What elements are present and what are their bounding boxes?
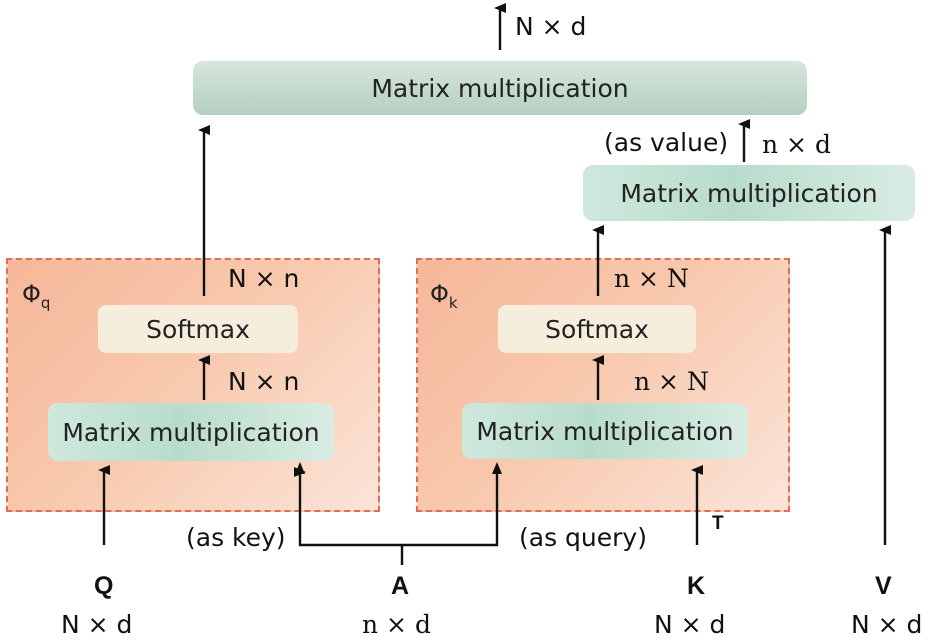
input-k-name: K bbox=[687, 572, 706, 600]
output-dim-label: N × d bbox=[515, 12, 587, 41]
input-a-dim: n × d bbox=[362, 610, 431, 639]
transpose-label: T bbox=[712, 513, 724, 534]
mid-softmax-out-label: n × N bbox=[614, 264, 689, 293]
phi-q-group bbox=[6, 258, 380, 512]
input-v-name: V bbox=[875, 572, 892, 600]
mid-softmax: Softmax bbox=[498, 305, 696, 353]
input-q-name: Q bbox=[94, 572, 114, 600]
as-value-label: (as value) bbox=[604, 128, 729, 157]
mid-mm-out-label: n × N bbox=[634, 367, 709, 396]
line-a-split bbox=[294, 467, 499, 547]
input-q-dim: N × d bbox=[61, 610, 133, 639]
input-a-name: A bbox=[391, 572, 410, 600]
top-matrix-multiplication: Matrix multiplication bbox=[193, 61, 807, 115]
value-dim-label: n × d bbox=[762, 130, 831, 159]
as-query-label: (as query) bbox=[519, 523, 647, 552]
left-softmax-out-label: N × n bbox=[228, 264, 300, 293]
as-key-label: (as key) bbox=[186, 523, 286, 552]
input-k-dim: N × d bbox=[654, 610, 726, 639]
right-matrix-multiplication: Matrix multiplication bbox=[583, 165, 915, 221]
left-mm-out-label: N × n bbox=[228, 367, 300, 396]
mid-matrix-multiplication: Matrix multiplication bbox=[462, 403, 748, 459]
phi-k-group bbox=[416, 258, 790, 512]
left-matrix-multiplication: Matrix multiplication bbox=[48, 403, 334, 461]
left-softmax: Softmax bbox=[98, 305, 298, 353]
phi-q-label: Φq bbox=[22, 280, 51, 312]
input-v-dim: N × d bbox=[851, 610, 923, 639]
phi-k-label: Φk bbox=[430, 280, 458, 312]
